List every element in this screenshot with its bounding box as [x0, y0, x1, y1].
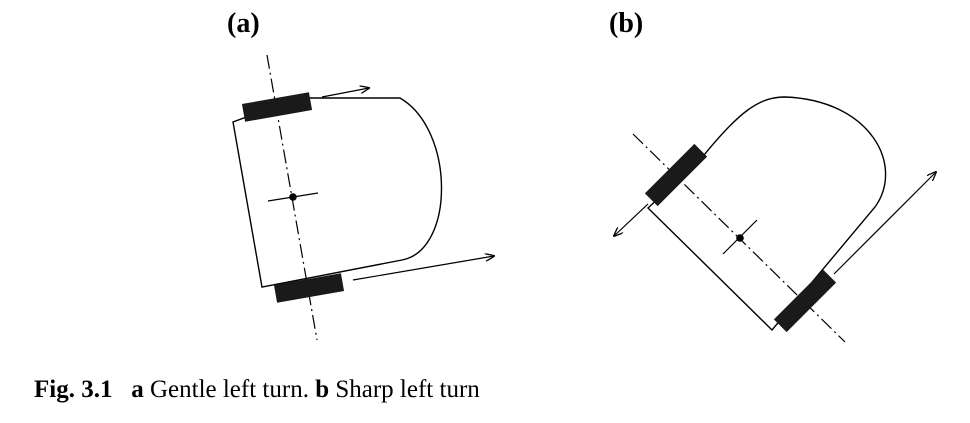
robot-b-right-wheel-arrow — [833, 172, 936, 275]
caption-b-letter: b — [315, 376, 330, 403]
panel-label-b: (b) — [609, 8, 644, 39]
caption-a-letter: a — [131, 376, 144, 403]
robot-a-right-wheel — [273, 273, 345, 303]
robot-b-center-point — [736, 234, 744, 242]
panel-label-a: (a) — [227, 8, 260, 39]
caption-fig-label: Fig. 3.1 — [34, 376, 113, 403]
robot-a-right-wheel-arrow — [352, 256, 494, 281]
robot-b-body — [646, 96, 887, 332]
caption-a-text: Gentle left turn. — [149, 376, 309, 403]
robot-a — [232, 54, 494, 341]
robot-a-body — [232, 97, 443, 288]
robot-b-right-wheel — [773, 269, 837, 333]
robot-turn-diagram — [232, 54, 970, 343]
robot-a-center-point — [289, 193, 297, 201]
robot-a-left-wheel-arrow — [321, 88, 369, 98]
caption-b-text: Sharp left turn — [335, 376, 480, 403]
figure-caption: Fig. 3.1 a Gentle left turn. b Sharp lef… — [34, 374, 480, 406]
robot-a-left-wheel — [241, 92, 313, 122]
robot-b-left-wheel-arrow — [614, 203, 649, 236]
robot-b — [614, 96, 936, 343]
robot-b-left-wheel — [644, 143, 708, 207]
